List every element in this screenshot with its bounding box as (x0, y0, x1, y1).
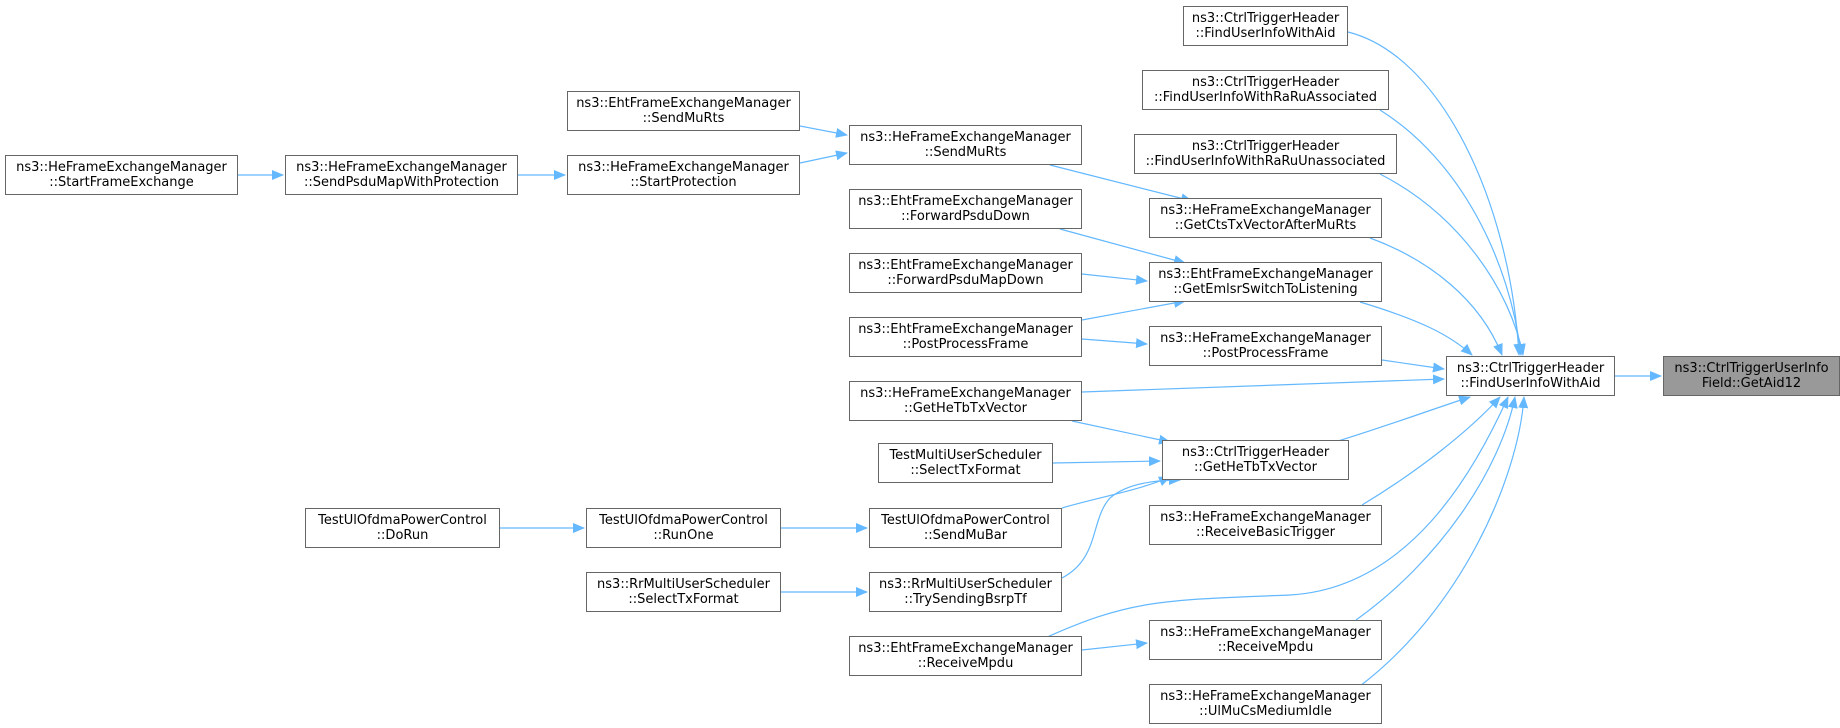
node-ehtframeexchangemanager-forwardpsdumapdown[interactable]: ns3::EhtFrameExchangeManager::ForwardPsd… (849, 253, 1082, 293)
node-heframeexchangemanager-gethetbtxvector[interactable]: ns3::HeFrameExchangeManager::GetHeTbTxVe… (849, 381, 1082, 421)
edge-eht-sendmurts-to-he-sendmurts (799, 125, 848, 138)
edge-receivebasictrigger (1361, 396, 1501, 506)
edge-he-sendmurts-to-getcts (1049, 164, 1193, 204)
node-heframeexchangemanager-receivebasictrigger[interactable]: ns3::HeFrameExchangeManager::ReceiveBasi… (1149, 505, 1382, 545)
node-heframeexchangemanager-sendmurts[interactable]: ns3::HeFrameExchangeManager::SendMuRts (849, 125, 1082, 165)
node-testmultiuserscheduler-selecttxformat[interactable]: TestMultiUserScheduler::SelectTxFormat (878, 443, 1053, 483)
edge-forwardpsdudown-to-getemlsr (1059, 228, 1186, 265)
edge-finduserinfowithaid-caller (1347, 31, 1524, 356)
node-testulofdmapowercontrol-sendmubar[interactable]: TestUlOfdmaPowerControl::SendMuBar (869, 508, 1062, 548)
edge-finduserinforaruassociated (1379, 109, 1525, 356)
node-rrmultiuserscheduler-trysendingbsrptf[interactable]: ns3::RrMultiUserScheduler::TrySendingBsr… (869, 572, 1062, 612)
edge-eht-receivempdu-to-find (1044, 396, 1509, 639)
edge-eht-postprocessframe-to-he-postprocessframe (1081, 338, 1148, 349)
node-heframeexchangemanager-sendpsdumapwithprotection[interactable]: ns3::HeFrameExchangeManager::SendPsduMap… (285, 155, 518, 195)
node-ehtframeexchangemanager-getemlsrswitchtolistening[interactable]: ns3::EhtFrameExchangeManager::GetEmlsrSw… (1149, 262, 1382, 302)
node-ctrltriggerheader-finduserinfowithaid[interactable]: ns3::CtrlTriggerHeader::FindUserInfoWith… (1446, 356, 1615, 396)
edge-forwardpsdumapdown-to-getemlsr (1081, 273, 1148, 285)
node-heframeexchangemanager-postprocessframe[interactable]: ns3::HeFrameExchangeManager::PostProcess… (1149, 326, 1382, 366)
edge-eht-receivempdu-to-he-receivempdu (1081, 639, 1148, 651)
node-heframeexchangemanager-startprotection[interactable]: ns3::HeFrameExchangeManager::StartProtec… (567, 155, 800, 195)
edge-getemlsrswitchtolistening (1359, 301, 1473, 356)
node-ehtframeexchangemanager-sendmurts[interactable]: ns3::EhtFrameExchangeManager::SendMuRts (567, 91, 800, 131)
node-heframeexchangemanager-receivempdu[interactable]: ns3::HeFrameExchangeManager::ReceiveMpdu (1149, 620, 1382, 660)
edge-he-gethetbtxvector (1081, 374, 1445, 393)
node-ctrltriggerheader-gethetbtxvector[interactable]: ns3::CtrlTriggerHeader::GetHeTbTxVector (1162, 440, 1349, 480)
node-testulofdmapowercontrol-runone[interactable]: TestUlOfdmaPowerControl::RunOne (586, 508, 781, 548)
edge-he-postprocessframe (1381, 359, 1445, 373)
edge-getctstxvectoraftermurts (1369, 237, 1503, 356)
node-rrmultiuserscheduler-selecttxformat[interactable]: ns3::RrMultiUserScheduler::SelectTxForma… (586, 572, 781, 612)
node-ctrltriggerheader-finduserinfowithraruunassociated[interactable]: ns3::CtrlTriggerHeader::FindUserInfoWith… (1134, 134, 1397, 174)
node-ctrltriggerheader-finduserinfowithaid-caller[interactable]: ns3::CtrlTriggerHeader::FindUserInfoWith… (1183, 6, 1348, 46)
edge-he-gethetbtxvector-to-ct-gethetbtxvector (1071, 420, 1171, 445)
edge-he-receivempdu (1355, 396, 1518, 621)
node-heframeexchangemanager-ulmucsmediumidle[interactable]: ns3::HeFrameExchangeManager::UlMuCsMediu… (1149, 684, 1382, 724)
node-heframeexchangemanager-getctstxvectoraftermurts[interactable]: ns3::HeFrameExchangeManager::GetCtsTxVec… (1149, 198, 1382, 238)
edge-finduserinforaruunassociated (1379, 173, 1526, 356)
edge-testmultiuserscheduler-selecttxformat (1052, 456, 1161, 467)
edge-startprotection-to-he-sendmurts (799, 150, 848, 164)
node-ctrltriggerheader-finduserinfowithraruassociated[interactable]: ns3::CtrlTriggerHeader::FindUserInfoWith… (1142, 70, 1389, 110)
edge-trysendingbsrptf-to-ct-gethetbtxvector (1061, 475, 1181, 579)
edge-ct-gethetbtxvector (1334, 395, 1471, 443)
edge-ulmucsmediumidle (1359, 396, 1529, 687)
node-testulofdmapowercontrol-dorun[interactable]: TestUlOfdmaPowerControl::DoRun (305, 508, 500, 548)
node-ehtframeexchangemanager-forwardpsdudown[interactable]: ns3::EhtFrameExchangeManager::ForwardPsd… (849, 189, 1082, 229)
edge-eht-postprocessframe-to-getemlsr (1081, 298, 1186, 321)
node-ehtframeexchangemanager-postprocessframe[interactable]: ns3::EhtFrameExchangeManager::PostProces… (849, 317, 1082, 357)
node-ehtframeexchangemanager-receivempdu[interactable]: ns3::EhtFrameExchangeManager::ReceiveMpd… (849, 636, 1082, 676)
node-heframeexchangemanager-startframeexchange[interactable]: ns3::HeFrameExchangeManager::StartFrameE… (5, 155, 238, 195)
